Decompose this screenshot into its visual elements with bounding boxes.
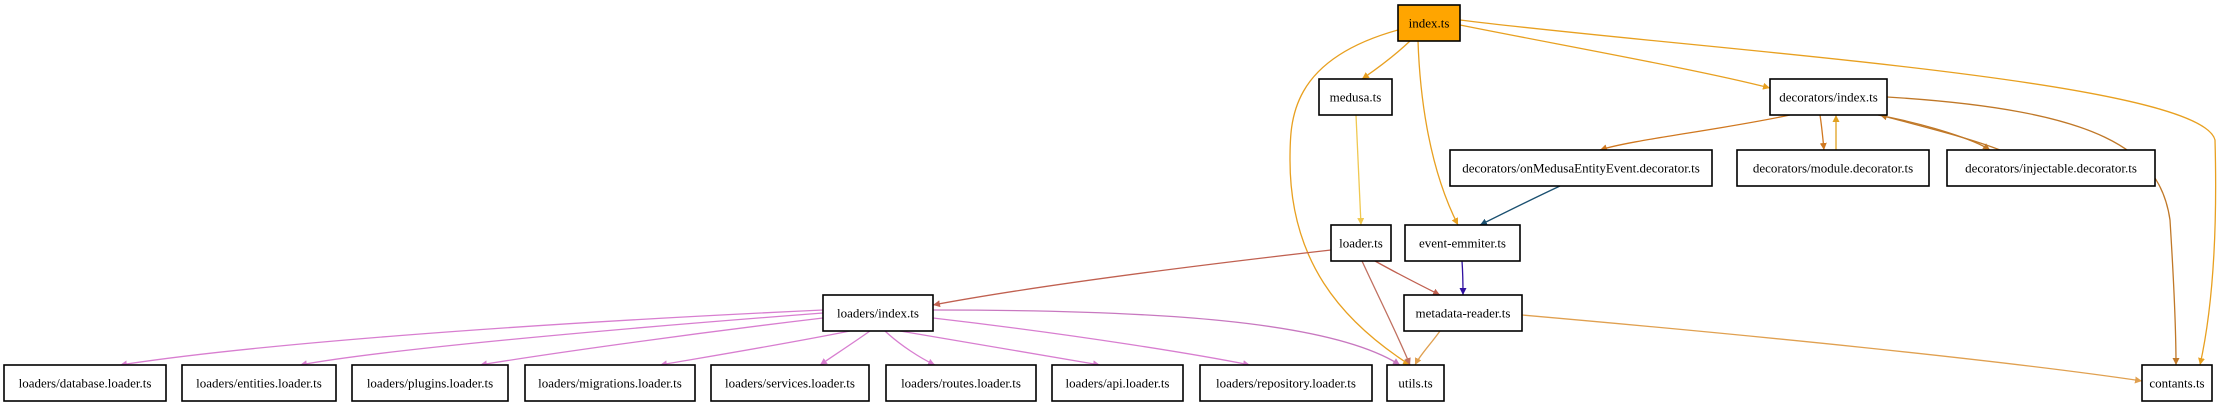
node-box — [1449, 149, 1713, 187]
edge-index-to-utils — [1289, 29, 1411, 366]
node-label: loaders/plugins.loader.ts — [367, 376, 493, 391]
node-event-emmiter[interactable]: event-emmiter.ts — [1404, 224, 1521, 262]
node-box — [1330, 224, 1392, 262]
node-box — [822, 294, 934, 332]
edge-event-emmiter-to-metadata-reader — [1459, 260, 1467, 296]
node-routes-loader[interactable]: loaders/routes.loader.ts — [885, 364, 1037, 402]
node-label: decorators/module.decorator.ts — [1753, 161, 1913, 176]
node-label: loaders/services.loader.ts — [725, 376, 855, 391]
edge-loaders-index-to-api-loader — [899, 330, 1101, 368]
node-label: loaders/repository.loader.ts — [1216, 376, 1356, 391]
node-box — [1051, 364, 1184, 402]
node-module-dec[interactable]: decorators/module.decorator.ts — [1736, 149, 1930, 187]
node-loader[interactable]: loader.ts — [1330, 224, 1392, 262]
edge-loaders-index-to-migrations-loader — [659, 330, 851, 368]
node-utils[interactable]: utils.ts — [1386, 364, 1445, 402]
edge-loaders-index-to-plugins-loader — [479, 317, 824, 368]
node-migrations-loader[interactable]: loaders/migrations.loader.ts — [524, 364, 696, 402]
node-on-medusa[interactable]: decorators/onMedusaEntityEvent.decorator… — [1449, 149, 1713, 187]
edge-loader-to-metadata-reader — [1374, 260, 1441, 296]
edge-index-to-medusa — [1361, 40, 1411, 80]
edge-decorators-index-to-injectable-dec — [1877, 114, 1991, 151]
edge-decorators-index-to-contants — [1886, 96, 2180, 366]
node-label: loaders/migrations.loader.ts — [538, 376, 682, 391]
node-contants[interactable]: contants.ts — [2141, 364, 2213, 402]
nodes-layer: index.ts medusa.ts decorators/index.ts deco… — [3, 4, 2213, 402]
edge-index-to-decorators-index — [1459, 24, 1771, 90]
node-box — [2141, 364, 2213, 402]
node-label: loader.ts — [1339, 236, 1383, 251]
edge-loader-to-utils — [1361, 260, 1411, 366]
node-label: contants.ts — [2149, 376, 2204, 391]
node-label: loaders/entities.loader.ts — [196, 376, 322, 391]
edge-injectable-dec-to-decorators-index — [1879, 113, 2001, 151]
node-box — [1736, 149, 1930, 187]
node-label: loaders/index.ts — [837, 306, 919, 321]
edge-loaders-index-to-database-loader — [119, 309, 824, 368]
node-plugins-loader[interactable]: loaders/plugins.loader.ts — [351, 364, 509, 402]
node-box — [1946, 149, 2156, 187]
edge-loaders-index-to-utils — [932, 309, 1401, 366]
node-box — [1404, 224, 1521, 262]
edge-index-to-event-emmiter — [1417, 40, 1459, 226]
node-label: utils.ts — [1398, 376, 1432, 391]
node-label: metadata-reader.ts — [1416, 306, 1511, 321]
node-label: loaders/database.loader.ts — [19, 376, 152, 391]
node-index[interactable]: index.ts — [1397, 4, 1461, 42]
node-metadata-reader[interactable]: metadata-reader.ts — [1403, 294, 1523, 332]
node-box — [1397, 4, 1461, 42]
node-api-loader[interactable]: loaders/api.loader.ts — [1051, 364, 1184, 402]
node-label: medusa.ts — [1330, 90, 1382, 105]
node-label: index.ts — [1409, 16, 1450, 31]
node-label: loaders/routes.loader.ts — [901, 376, 1021, 391]
edge-loaders-index-to-services-loader — [819, 330, 871, 366]
node-decorators-index[interactable]: decorators/index.ts — [1769, 78, 1888, 116]
node-database-loader[interactable]: loaders/database.loader.ts — [3, 364, 167, 402]
node-box — [1386, 364, 1445, 402]
node-label: decorators/index.ts — [1779, 90, 1878, 105]
node-box — [1199, 364, 1373, 402]
edge-loader-to-loaders-index — [932, 249, 1332, 308]
node-entities-loader[interactable]: loaders/entities.loader.ts — [181, 364, 337, 402]
edge-metadata-reader-to-contants — [1521, 314, 2143, 384]
node-box — [524, 364, 696, 402]
edge-decorators-index-to-module-dec — [1819, 114, 1827, 151]
node-box — [1318, 78, 1393, 116]
node-label: event-emmiter.ts — [1419, 236, 1506, 251]
node-repository-loader[interactable]: loaders/repository.loader.ts — [1199, 364, 1373, 402]
edge-metadata-reader-to-utils — [1414, 330, 1441, 366]
edge-index-to-contants — [1459, 19, 2217, 366]
node-box — [885, 364, 1037, 402]
node-box — [351, 364, 509, 402]
edge-loaders-index-to-repository-loader — [932, 317, 1251, 368]
node-label: decorators/onMedusaEntityEvent.decorator… — [1462, 161, 1700, 176]
node-label: decorators/injectable.decorator.ts — [1965, 161, 2137, 176]
node-box — [3, 364, 167, 402]
node-box — [710, 364, 870, 402]
node-box — [1403, 294, 1523, 332]
edge-medusa-to-loader — [1355, 114, 1365, 226]
edge-loaders-index-to-routes-loader — [884, 330, 936, 366]
node-injectable-dec[interactable]: decorators/injectable.decorator.ts — [1946, 149, 2156, 187]
edges-layer — [119, 19, 2217, 384]
node-loaders-index[interactable]: loaders/index.ts — [822, 294, 934, 332]
node-label: loaders/api.loader.ts — [1066, 376, 1170, 391]
node-box — [181, 364, 337, 402]
edge-on-medusa-to-event-emmiter — [1479, 185, 1561, 226]
node-services-loader[interactable]: loaders/services.loader.ts — [710, 364, 870, 402]
node-medusa[interactable]: medusa.ts — [1318, 78, 1393, 116]
edge-loaders-index-to-entities-loader — [299, 312, 824, 368]
node-box — [1769, 78, 1888, 116]
edge-decorators-index-to-on-medusa — [1599, 114, 1791, 152]
